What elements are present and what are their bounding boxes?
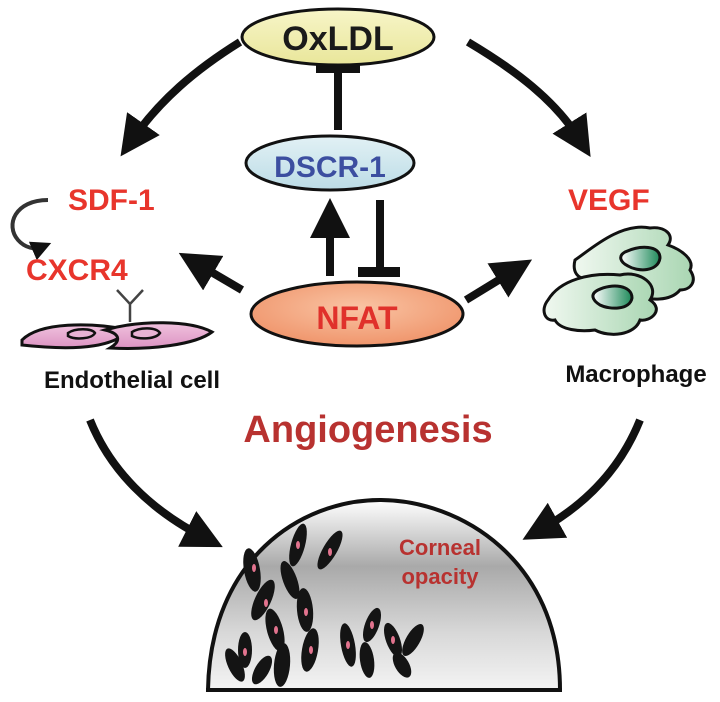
node-nfat: NFAT — [249, 280, 465, 348]
node-dscr1: DSCR-1 — [244, 134, 416, 192]
inhibition-dscr1-to-nfat — [358, 200, 400, 277]
arrow-endothelial-to-cornea — [86, 418, 223, 548]
macrophage-label: Macrophage — [565, 361, 706, 388]
arrow-oxldl-to-endothelial — [120, 38, 243, 157]
endothelial-cell-label: Endothelial cell — [44, 367, 220, 394]
corneal-opacity-line2: opacity — [401, 564, 479, 589]
oxldl-label: OxLDL — [282, 20, 393, 58]
endothelial-cell-icon — [20, 321, 215, 350]
cxcr4-label: CXCR4 — [26, 254, 128, 287]
autocrine-loop-arrow — [10, 198, 52, 261]
nfat-label: NFAT — [316, 300, 398, 336]
cxcr4-receptor-icon — [116, 289, 144, 322]
dscr1-label: DSCR-1 — [274, 151, 386, 184]
inhibition-dscr1-to-oxldl — [316, 63, 360, 130]
arrow-nfat-to-cxcr4 — [178, 252, 245, 294]
angiogenesis-label: Angiogenesis — [243, 409, 492, 451]
arrow-oxldl-to-macrophage — [465, 38, 591, 157]
sdf1-label: SDF-1 — [68, 184, 155, 217]
arrow-nfat-to-macrophage — [463, 259, 533, 304]
node-oxldl: OxLDL — [240, 7, 436, 67]
corneal-opacity-line1: Corneal — [399, 535, 481, 560]
macrophage-icon — [542, 225, 695, 336]
vegf-label: VEGF — [568, 184, 650, 217]
vessel-dots — [243, 541, 395, 656]
arrow-macrophage-to-cornea — [522, 418, 644, 540]
arrows — [86, 38, 644, 548]
